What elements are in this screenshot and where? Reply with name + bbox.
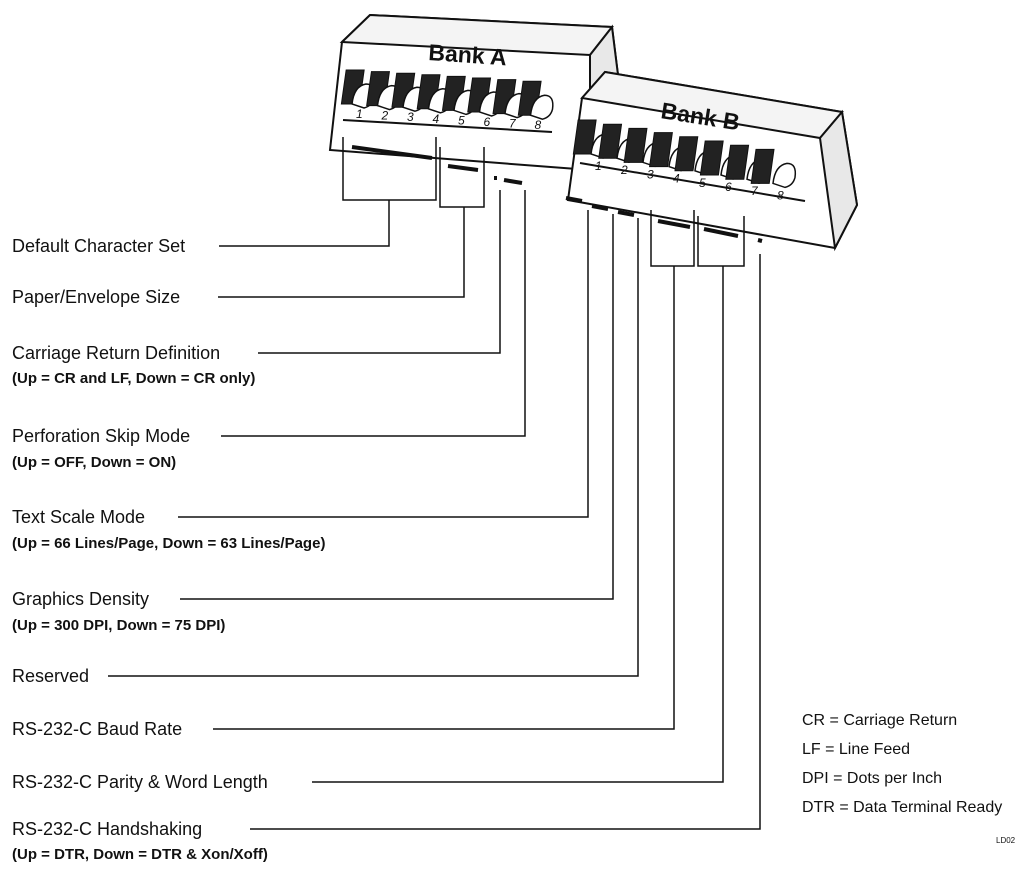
label-graphics-density: Graphics Density [12, 589, 150, 609]
bank-a-switch-1: 1 [340, 69, 376, 121]
bank-a-switch-number: 2 [381, 109, 389, 123]
bank-b-switch-8: 8 [750, 148, 797, 202]
label-rs232-baud-rate: RS-232-C Baud Rate [12, 719, 183, 739]
bank-b-switch-number: 7 [751, 184, 759, 198]
note-graphics-density: (Up = 300 DPI, Down = 75 DPI) [12, 617, 226, 634]
bank-a-switch-number: 5 [458, 113, 465, 127]
leader-lines [108, 190, 761, 830]
label-rs232-handshaking: RS-232-C Handshaking [12, 819, 203, 839]
label-carriage-return-definition: Carriage Return Definition [12, 343, 221, 363]
label-reserved: Reserved [12, 666, 90, 686]
label-perforation-skip-mode: Perforation Skip Mode [12, 426, 191, 446]
bank-b-brackets [565, 196, 763, 267]
note-text-scale-mode: (Up = 66 Lines/Page, Down = 63 Lines/Pag… [12, 535, 326, 552]
bank-a-title: Bank A [428, 39, 508, 70]
note-carriage-return-definition: (Up = CR and LF, Down = CR only) [12, 370, 256, 387]
bank-a-switch-number: 1 [356, 107, 363, 121]
label-rs232-parity-word-length: RS-232-C Parity & Word Length [12, 772, 268, 792]
bank-b-switch-number: 6 [725, 180, 732, 194]
bank-b-switch-number: 8 [777, 188, 784, 202]
note-perforation-skip-mode: (Up = OFF, Down = ON) [12, 454, 177, 471]
legend-cr: CR = Carriage Return [802, 712, 958, 729]
note-rs232-handshaking: (Up = DTR, Down = DTR & Xon/Xoff) [12, 846, 268, 863]
label-text-scale-mode: Text Scale Mode [12, 507, 146, 527]
legend-dtr: DTR = Data Terminal Ready [802, 799, 1003, 816]
bank-a-switch-number: 4 [433, 112, 440, 126]
bank-a-switch-number: 6 [484, 115, 491, 129]
bank-a-switches: 1 2 3 4 5 6 7 8 [340, 69, 554, 132]
bank-a-switch-number: 7 [509, 117, 517, 131]
bank-a-switch-number: 8 [535, 118, 542, 132]
legend-lf: LF = Line Feed [802, 741, 911, 758]
label-paper-envelope-size: Paper/Envelope Size [12, 287, 181, 307]
label-default-character-set: Default Character Set [12, 236, 186, 256]
bank-a-switch-8: 8 [517, 80, 554, 132]
legend-dpi: DPI = Dots per Inch [802, 770, 943, 787]
bank-a-switch-number: 3 [407, 110, 414, 124]
figure-code: LD02 [996, 836, 1016, 845]
